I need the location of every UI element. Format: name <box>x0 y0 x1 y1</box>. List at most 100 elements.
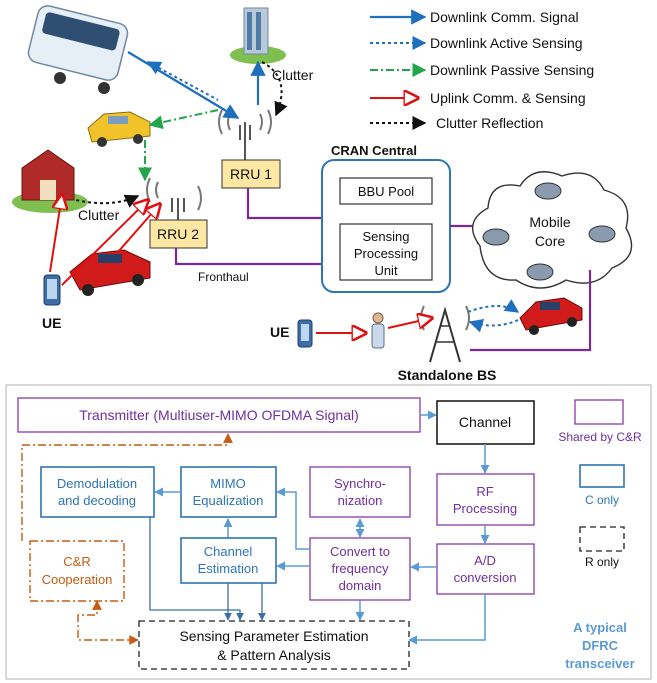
person-icon <box>371 312 385 349</box>
channel-estimation-box <box>180 537 277 584</box>
spu-label-line1: Sensing <box>363 229 410 244</box>
clutter-left-label: Clutter <box>78 207 120 223</box>
ue-right-label: UE <box>270 324 289 340</box>
legend-clutter-reflection-label: Clutter Reflection <box>436 115 543 131</box>
car-right-icon <box>519 297 583 335</box>
sensing-processing-unit-box <box>339 223 433 281</box>
fronthaul-rru1-link <box>246 188 322 220</box>
active-sensing-bus-arrow <box>146 61 219 101</box>
core-bs-link <box>470 270 592 352</box>
uplink-car-rru2-arrow <box>117 204 160 253</box>
channel-box <box>436 400 535 445</box>
rru1-antenna-icon <box>218 109 272 165</box>
mobile-core-label-line1: Mobile <box>529 214 570 230</box>
fronthaul-label: Fronthaul <box>198 270 249 284</box>
legend-uplink-label: Uplink Comm. & Sensing <box>430 90 586 106</box>
shared-legend-label: Shared by C&R <box>558 430 642 444</box>
legend-downlink-passive-label: Downlink Passive Sensing <box>430 62 594 78</box>
building-icon <box>230 7 286 64</box>
downlink-comm-bus-arrow <box>127 51 240 119</box>
channel-label: Channel <box>459 414 511 430</box>
chest-label-line2: Estimation <box>198 561 259 576</box>
demod-label-line1: Demodulation <box>57 476 137 491</box>
demodulation-box <box>40 466 155 518</box>
convert-label-line1: Convert to <box>330 544 390 559</box>
mobile-core-cloud <box>471 171 633 289</box>
clutter-reflection-building-arrow <box>261 61 288 117</box>
convert-label-line2: frequency <box>331 561 389 576</box>
caption-line3: transceiver <box>565 656 634 671</box>
bus-icon <box>27 5 129 94</box>
c-only-legend-label: C only <box>585 493 619 507</box>
mimo-equalization-box <box>180 466 277 518</box>
car-icon <box>69 249 151 296</box>
transmitter-label: Transmitter (Multiuser-MIMO OFDMA Signal… <box>79 407 359 423</box>
legend-downlink-active-label: Downlink Active Sensing <box>430 35 583 51</box>
rru1-box <box>221 159 281 189</box>
ue-left-label: UE <box>42 315 61 331</box>
shared-legend-swatch <box>574 399 624 425</box>
spe-label-line2: & Pattern Analysis <box>217 647 331 663</box>
taxi-icon <box>87 111 151 147</box>
convert-label-line3: domain <box>339 578 382 593</box>
ue-phone-left-icon <box>43 274 61 306</box>
bbu-pool-label: BBU Pool <box>358 184 414 199</box>
transmitter-box <box>17 397 421 433</box>
cr-label-line1: C&R <box>63 554 90 569</box>
r-only-legend-swatch <box>579 526 625 552</box>
cran-title: CRAN Central <box>331 143 417 158</box>
chest-label-line1: Channel <box>204 544 253 559</box>
synchronization-box <box>309 466 411 518</box>
uplink-ue-rru2-arrow <box>61 200 148 286</box>
ad-conversion-box <box>436 543 535 595</box>
barn-icon <box>12 149 88 213</box>
cr-cooperation-box <box>29 540 125 602</box>
tower-icon <box>420 305 470 363</box>
ue-phone-right-icon <box>297 319 313 348</box>
legend: Downlink Comm. Signal Downlink Active Se… <box>370 9 594 131</box>
clutter-top-label: Clutter <box>272 67 314 83</box>
ad-label-line1: A/D <box>474 553 496 568</box>
rf-label-line2: Processing <box>453 501 517 516</box>
active-sensing-bs-car-arrow <box>467 299 520 313</box>
demod-label-line2: and decoding <box>58 493 136 508</box>
spe-label-line1: Sensing Parameter Estimation <box>179 628 368 644</box>
uplink-ue-barn-arrow <box>49 195 62 273</box>
spu-label-line2: Processing <box>354 246 418 261</box>
caption-line2: DFRC <box>582 638 619 653</box>
demod-to-sensing-arrow <box>149 517 244 621</box>
cr-sensing-arrow <box>77 600 139 645</box>
bbu-pool-box <box>339 177 433 205</box>
sync-label-line2: nization <box>338 493 383 508</box>
r-only-legend-label: R only <box>585 555 619 569</box>
rru2-antenna-icon <box>146 177 202 222</box>
rru2-box <box>149 219 208 249</box>
convert-to-mimo-arrow <box>276 487 310 550</box>
clutter-reflection-barn-arrow <box>75 194 140 208</box>
spu-label-line3: Unit <box>374 263 398 278</box>
sensing-parameter-estimation-box <box>138 620 410 670</box>
caption-line1: A typical <box>573 620 627 635</box>
ad-label-line2: conversion <box>454 570 517 585</box>
rru1-label: RRU 1 <box>230 166 272 182</box>
rru2-label: RRU 2 <box>157 226 199 242</box>
mimo-label-line2: Equalization <box>193 493 264 508</box>
sync-label-line1: Synchro- <box>334 476 386 491</box>
active-sensing-echo-arrow <box>468 319 519 333</box>
cr-to-transmitter-arrow <box>21 433 233 541</box>
passive-sensing-taxi-arrow <box>148 109 219 130</box>
mobile-core-label-line2: Core <box>535 233 566 249</box>
c-only-legend-swatch <box>579 464 625 488</box>
legend-downlink-comm-label: Downlink Comm. Signal <box>430 9 579 25</box>
cr-label-line2: Cooperation <box>42 572 113 587</box>
fronthaul-rru2-link <box>174 248 322 266</box>
standalone-bs-label: Standalone BS <box>398 367 497 383</box>
rf-processing-box <box>436 473 535 526</box>
router-icon <box>482 182 616 281</box>
uplink-person-bs-arrow <box>387 318 432 328</box>
ad-to-sensing-arrow <box>408 594 486 645</box>
rf-label-line1: RF <box>476 484 493 499</box>
mimo-label-line1: MIMO <box>210 476 245 491</box>
